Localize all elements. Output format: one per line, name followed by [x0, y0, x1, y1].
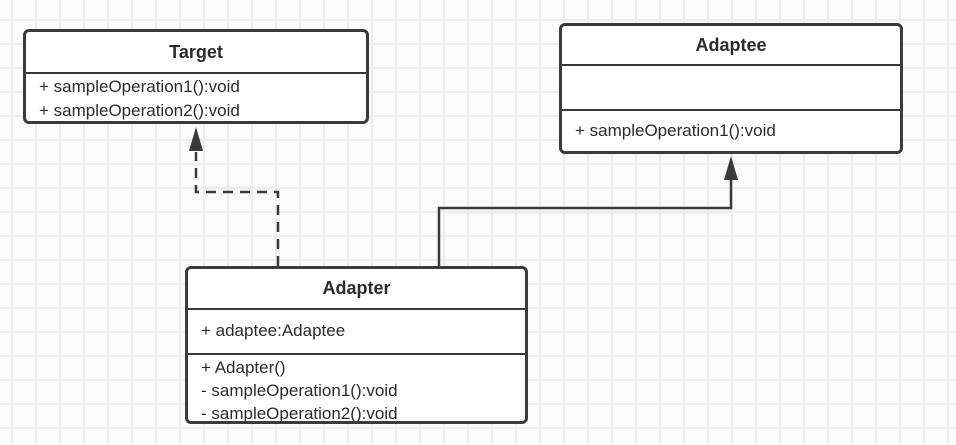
connector-adapter-to-adaptee[interactable]: [437, 156, 738, 266]
realization-arrowhead: [189, 127, 203, 151]
class-box-adapter[interactable]: Adapter + adaptee:Adaptee + Adapter() - …: [185, 266, 528, 424]
adapter-attributes-compartment: + adaptee:Adaptee: [188, 310, 525, 355]
adaptee-attributes-compartment: [562, 66, 900, 111]
method-line: + sampleOperation1():void: [39, 77, 240, 96]
class-title-adapter: Adapter: [188, 269, 525, 310]
method-line: - sampleOperation1():void: [201, 381, 398, 400]
method-line: - sampleOperation2():void: [201, 404, 398, 423]
method-line: + sampleOperation2():void: [39, 101, 240, 120]
class-box-target[interactable]: Target + sampleOperation1():void + sampl…: [23, 29, 369, 124]
method-line: + Adapter(): [201, 358, 286, 377]
class-title-target: Target: [26, 32, 366, 74]
association-arrowhead: [724, 156, 738, 180]
target-methods-compartment: + sampleOperation1():void + sampleOperat…: [26, 74, 366, 121]
adapter-methods-compartment: + Adapter() - sampleOperation1():void - …: [188, 355, 525, 423]
class-title-adaptee: Adaptee: [562, 26, 900, 66]
adaptee-methods-compartment: + sampleOperation1():void: [562, 111, 900, 143]
method-line: + sampleOperation1():void: [575, 121, 776, 140]
connector-adapter-to-target[interactable]: [189, 127, 280, 266]
association-solid-line: [437, 180, 733, 266]
class-box-adaptee[interactable]: Adaptee + sampleOperation1():void: [559, 23, 903, 154]
attribute-line: + adaptee:Adaptee: [201, 321, 346, 340]
realization-dashed-line: [194, 152, 280, 266]
